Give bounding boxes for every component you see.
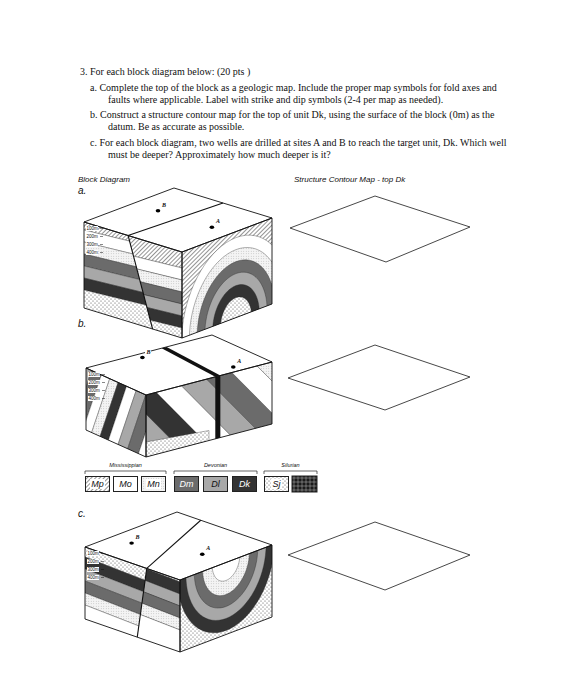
- rock-layer: [64, 263, 201, 309]
- well-site: [140, 356, 145, 359]
- period-name: Silurian: [264, 462, 317, 469]
- dike: [215, 374, 220, 441]
- rock-layer: [64, 251, 201, 297]
- fault-trace: [137, 568, 147, 637]
- contour-map-frame: [290, 196, 470, 262]
- legend-pattern-fill: [141, 476, 166, 492]
- legend-swatch: Dl: [203, 476, 228, 492]
- depth-scale-label: 200m: [88, 380, 100, 385]
- rock-layer: [64, 287, 201, 333]
- depth-scale-label: 400m: [87, 575, 99, 580]
- well-label: B: [161, 202, 167, 209]
- well-site: [210, 226, 215, 229]
- well-label: B: [145, 349, 151, 356]
- depth-scale-label: 200m: [86, 234, 98, 239]
- period-name: Mississippian: [85, 462, 166, 469]
- fault-trace: [147, 520, 201, 568]
- scale-tick: [101, 577, 104, 578]
- well-site: [231, 365, 236, 368]
- rock-layer: [66, 586, 199, 700]
- column-heading: Block Diagram: [78, 175, 130, 185]
- block-edge: [182, 218, 272, 338]
- unit-symbol: Dl: [210, 479, 221, 489]
- well-site: [156, 209, 161, 212]
- unit-symbol: Mp: [90, 479, 105, 489]
- depth-scale-label: 100m: [86, 226, 98, 231]
- rock-layer: [66, 574, 199, 638]
- block-edge: [85, 547, 180, 652]
- period-name: Devonian: [174, 462, 257, 469]
- unit-symbol: Sj: [271, 479, 281, 489]
- well-site: [200, 553, 205, 556]
- legend-swatch: Mn: [141, 476, 166, 492]
- block-edge: [85, 512, 272, 580]
- legend-swatch: Dm: [174, 476, 199, 492]
- part-letter: c.: [78, 508, 86, 520]
- question-text: c. For each block diagram, two wells are…: [90, 137, 513, 161]
- block-top: [85, 512, 272, 580]
- scale-tick: [100, 228, 103, 229]
- period-bracket: [264, 471, 317, 474]
- legend-swatch: Sj: [264, 476, 289, 492]
- rock-layer: [133, 431, 209, 466]
- scale-tick: [102, 374, 105, 375]
- unit-symbol: Dm: [179, 479, 195, 489]
- contour-map-frame: [288, 522, 470, 590]
- block-edge: [84, 222, 182, 338]
- column-heading: Structure Contour Map - top Dk: [294, 175, 405, 185]
- scale-tick: [100, 236, 103, 237]
- question-text: b. Construct a structure contour map for…: [90, 109, 513, 133]
- scale-tick: [100, 244, 103, 245]
- contour-map-frame: [288, 345, 470, 410]
- block-edge: [146, 362, 272, 457]
- question-text: a. Complete the top of the block as a ge…: [90, 82, 513, 106]
- fault-trace: [128, 203, 223, 236]
- scale-tick: [102, 382, 105, 383]
- part-letter: b.: [78, 318, 86, 330]
- depth-scale-label: 200m: [87, 559, 99, 564]
- legend-swatch: Dk: [232, 476, 257, 492]
- block-edge: [180, 545, 272, 652]
- legend-swatch: Mo: [113, 476, 138, 492]
- scale-tick: [102, 398, 105, 399]
- block-edge: [84, 188, 272, 252]
- legend-pattern-box: [292, 476, 317, 492]
- block-edge: [86, 335, 272, 395]
- depth-scale-label: 300m: [86, 242, 98, 247]
- fault-trace: [128, 236, 153, 330]
- period-bracket: [85, 471, 166, 474]
- well-label: A: [215, 218, 221, 225]
- unit-symbol: Mn: [146, 479, 161, 489]
- part-letter: a.: [78, 185, 86, 197]
- rock-layer: [64, 275, 201, 321]
- block-top: [86, 335, 272, 395]
- scale-tick: [101, 561, 104, 562]
- scale-tick: [101, 569, 104, 570]
- block-top: [84, 188, 272, 252]
- period-bracket: [174, 471, 257, 474]
- well-label: A: [236, 358, 242, 365]
- well-label: B: [135, 534, 141, 541]
- depth-scale-label: 100m: [87, 551, 99, 556]
- depth-scale-label: 100m: [88, 372, 100, 377]
- legend-swatch: Mp: [85, 476, 110, 492]
- scale-tick: [101, 553, 104, 554]
- legend-pattern-fill: [85, 476, 110, 492]
- depth-scale-label: 300m: [88, 388, 100, 393]
- depth-scale-label: 400m: [86, 250, 98, 255]
- scale-tick: [102, 390, 105, 391]
- well-site: [129, 541, 134, 544]
- depth-scale-label: 300m: [87, 567, 99, 572]
- well-label: A: [205, 545, 211, 552]
- scale-tick: [100, 252, 103, 253]
- unit-symbol: Dk: [238, 479, 251, 489]
- legend-pattern-fill: [264, 476, 289, 492]
- depth-scale-label: 400m: [88, 396, 100, 401]
- unit-symbol: Mo: [118, 479, 133, 489]
- dike: [162, 347, 221, 377]
- question-title: 3. For each block diagram below: (20 pts…: [80, 66, 250, 78]
